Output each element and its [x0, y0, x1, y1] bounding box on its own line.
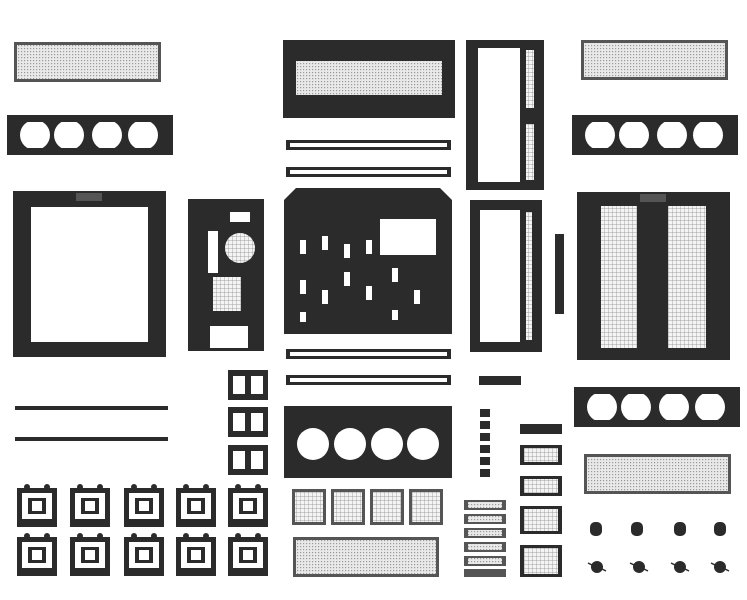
- motherboard-tray: [284, 188, 452, 334]
- support-rails-bottom: [286, 349, 451, 385]
- pci-bracket-vertical: [555, 234, 564, 314]
- radiator-blocks: [520, 424, 562, 577]
- support-rails-left: [15, 406, 168, 441]
- fan-bracket-left: [7, 115, 173, 155]
- pci-slot-covers: [228, 370, 268, 475]
- ssd-trays: [480, 409, 490, 477]
- front-frame: [466, 40, 544, 190]
- rear-io-panel: [188, 199, 264, 351]
- top-mesh-panel: [283, 40, 455, 118]
- hdd-cages-grid: [17, 484, 268, 576]
- fan-bracket-right-top: [572, 115, 738, 155]
- support-rails-top: [286, 140, 451, 177]
- side-mesh-panel: [577, 192, 730, 360]
- drive-bays: [464, 500, 506, 577]
- fan-bracket-right-bottom: [574, 387, 740, 427]
- thumb-screws: [590, 522, 726, 536]
- io-strip: [479, 376, 521, 385]
- fan-grills: [292, 489, 443, 525]
- window-side-panel-left: [13, 191, 166, 357]
- side-drive-frame: [470, 200, 542, 352]
- case-feet: [587, 560, 730, 574]
- radiator-plate-4x140: [284, 406, 452, 478]
